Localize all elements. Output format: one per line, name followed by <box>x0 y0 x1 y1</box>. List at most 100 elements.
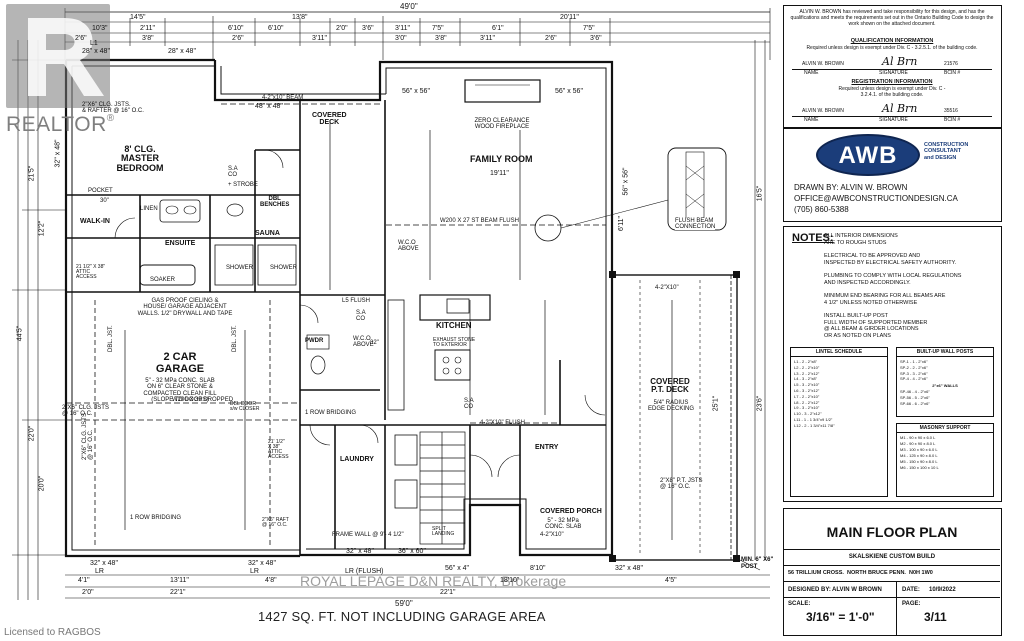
bridging-note-1: 1 ROW BRIDGING <box>130 515 182 521</box>
awb-logo-text: AWB <box>838 142 898 169</box>
pt-deck-note: 5/4" RADIUS EDGE DECKING <box>647 400 694 413</box>
window-top-2: 28" x 48" <box>168 48 196 55</box>
dim-right-1: 16'5" <box>756 185 764 202</box>
dim-top2-4: 6'10" <box>268 25 284 32</box>
room-sauna: SAUNA <box>255 230 280 237</box>
notes-panel: NOTES: ALL INTERIOR DIMENSIONS ARE TO RO… <box>783 226 1002 502</box>
builtup-subtitle: 2"x6" WALLS <box>932 383 958 389</box>
dim-left-4: 22'0" <box>28 425 36 442</box>
dim-top3-5: 3'0" <box>395 35 407 42</box>
lintel-schedule: LINTEL SCHEDULE L1 - 2 - 2"x8" L2 - 2 - … <box>790 347 888 497</box>
dim-top2-10: 7'5" <box>583 25 595 32</box>
dim-top3-8: 2'6" <box>545 35 557 42</box>
room-master-bedroom: 8' CLG. MASTER BEDROOM <box>116 144 164 173</box>
lintel-row: L2 - 2 - 2"x10" <box>794 364 820 370</box>
reg-sub: Required unless design is exempt under D… <box>838 86 946 98</box>
window-bottom-5: 32" x 48" <box>615 565 643 572</box>
date-value: 10/9/2022 <box>929 587 956 593</box>
note-2: ELECTRICAL TO BE APPROVED AND INSPECTED … <box>824 253 957 266</box>
dim-top2-5: 2'0" <box>336 25 348 32</box>
ceiling-joist-note-2: 2"X6" CLG. JSTS @ 16" O.C. <box>62 405 109 417</box>
dim-bottom-3: 4'8" <box>265 577 277 584</box>
lintel-row: L3 - 2 - 2"x12" <box>794 370 820 376</box>
builtup-title: BUILT-UP WALL POSTS <box>897 348 993 357</box>
smoke-alarm-3: S.A CO <box>464 398 474 410</box>
masonry-row: M5 - 150 x 90 x 8.0 L <box>900 459 938 464</box>
qual-bcin-value: 21576 <box>944 61 958 67</box>
reg-name-label: NAME <box>804 117 819 123</box>
qual-signature: Al Brn <box>882 55 918 68</box>
dim-top3-1: 2'6" <box>75 35 87 42</box>
dim-top2-3: 6'10" <box>228 25 244 32</box>
awb-logo-sub: CONSTRUCTION CONSULTANT and DESIGN <box>924 142 969 161</box>
builtup-row: SP-3 - 3 - 2"x6" <box>900 370 928 376</box>
lintel-row: L8 - 2 - 2"x12" <box>794 399 820 405</box>
page-label: PAGE: <box>902 601 921 607</box>
dim-top2-9: 6'1" <box>492 25 504 32</box>
cert-statement: ALVIN W. BROWN has reviewed and take res… <box>790 9 994 27</box>
reg-bcin-value: 35516 <box>944 108 958 114</box>
dim-top2-8: 7'5" <box>432 25 444 32</box>
lintel-row: L6 - 3 - 2"x12" <box>794 387 820 393</box>
masonry-support: MASONRY SUPPORT M1 - 90 x 90 x 6.0 L M2 … <box>896 423 994 497</box>
designer-email: OFFICE@AWBCONSTRUCTIONDESIGN.CA <box>794 194 958 203</box>
builtup-row: SP-66 - 6 - 2"x6" <box>900 400 930 406</box>
dim-top3-2: 3'8" <box>142 35 154 42</box>
room-covered-deck-top: COVERED DECK <box>312 112 347 127</box>
dim-top3-6: 3'8" <box>435 35 447 42</box>
masonry-title: MASONRY SUPPORT <box>897 424 993 433</box>
dim-bottom-5: 22'1" <box>170 589 186 596</box>
reg-signature-label: SIGNATURE <box>879 117 908 123</box>
plan-title: MAIN FLOOR PLAN <box>826 524 958 540</box>
masonry-row: M1 - 90 x 90 x 6.0 L <box>900 435 936 440</box>
window-right-1: 56" x 56" <box>622 167 630 196</box>
shower-label-1: SHOWER <box>226 265 253 271</box>
awb-logo: AWB <box>816 134 920 176</box>
dbl-jst-note-2: DBL. JST. <box>232 325 238 352</box>
dim-right-4: 25'1" <box>712 395 720 412</box>
lintel-schedule-title: LINTEL SCHEDULE <box>791 348 887 357</box>
note-1: ALL INTERIOR DIMENSIONS ARE TO ROUGH STU… <box>824 233 898 246</box>
lintel-row: L7 - 2 - 2"x10" <box>794 393 820 399</box>
masonry-row: M2 - 90 x 90 x 8.0 L <box>900 441 936 446</box>
dim-right-3: 23'6" <box>756 395 764 412</box>
realtor-logo <box>6 4 110 108</box>
lintel-tag-l1: L1 <box>90 40 98 47</box>
dim-left-2: 12'2" <box>38 220 46 237</box>
beam-top-note: 4-2"x10" BEAM <box>262 95 304 101</box>
room-covered-porch: COVERED PORCH <box>540 508 602 515</box>
masonry-row: M6 - 150 x 100 x 10 L <box>900 465 939 470</box>
drawn-by: DRAWN BY: ALVIN W. BROWN <box>794 183 908 192</box>
dim-bottom-1: 4'1" <box>78 577 90 584</box>
window-bottom-lr-2: LR <box>250 568 259 575</box>
frame-wall-note: FRAME WALL @ 9'- 4 1/2" <box>332 532 404 538</box>
dbl-door-closer-note: DBL DOOR s/w CLOSER <box>230 401 260 412</box>
linen-label: LINEN <box>140 206 158 212</box>
masonry-row: M3 - 100 x 90 x 6.0 L <box>900 447 938 452</box>
reg-name-value: ALVIN W. BROWN <box>802 108 844 114</box>
beam-32-note: 32" <box>370 340 379 346</box>
dim-overall-width: 49'0" <box>400 2 418 11</box>
dim-left-1: 21'5" <box>28 165 36 182</box>
lintel-row: L5 - 3 - 2"x10" <box>794 382 820 388</box>
lintel-4-2x10-note-1: 4-2"X10" <box>540 532 564 538</box>
deck-joist-note: 2"X8" P.T. JSTS @ 16" O.C. <box>660 478 703 490</box>
project-address: 56 TRILLIUM CROSS. NORTH BRUCE PENN. N0H… <box>788 570 933 576</box>
dim-top2-2: 2'11" <box>140 25 155 32</box>
dim-top2-7: 3'11" <box>395 25 410 32</box>
realtor-trademark: ® <box>106 113 115 124</box>
designer-phone: (705) 860-5388 <box>794 205 849 214</box>
designer-panel: AWB CONSTRUCTION CONSULTANT and DESIGN D… <box>783 128 1002 222</box>
masonry-row: M4 - 125 x 90 x 8.0 L <box>900 453 938 458</box>
dim-right-2: 6'11" <box>617 216 625 231</box>
realtor-wordmark: REALTOR® <box>6 113 115 136</box>
window-bottom-6: 56" x 4" <box>445 565 470 572</box>
lintel-row: L12 - 2 - 1 3/4"x11 7/8" <box>794 422 835 428</box>
shower-label-2: SHOWER <box>270 265 297 271</box>
dim-bottom-4: 18'10" <box>500 577 520 584</box>
attic-access-1: 21 1/2" X 38" ATTIC ACCESS <box>76 264 106 280</box>
builtup-posts: BUILT-UP WALL POSTS SP-1 - 1 - 2"x6" SP-… <box>896 347 994 417</box>
flush-beam-connection-note: FLUSH BEAM CONNECTION <box>675 218 716 230</box>
flush-lintel-note: 4-2"X10" FLUSH <box>480 420 525 426</box>
room-kitchen: KITCHEN <box>436 321 472 330</box>
